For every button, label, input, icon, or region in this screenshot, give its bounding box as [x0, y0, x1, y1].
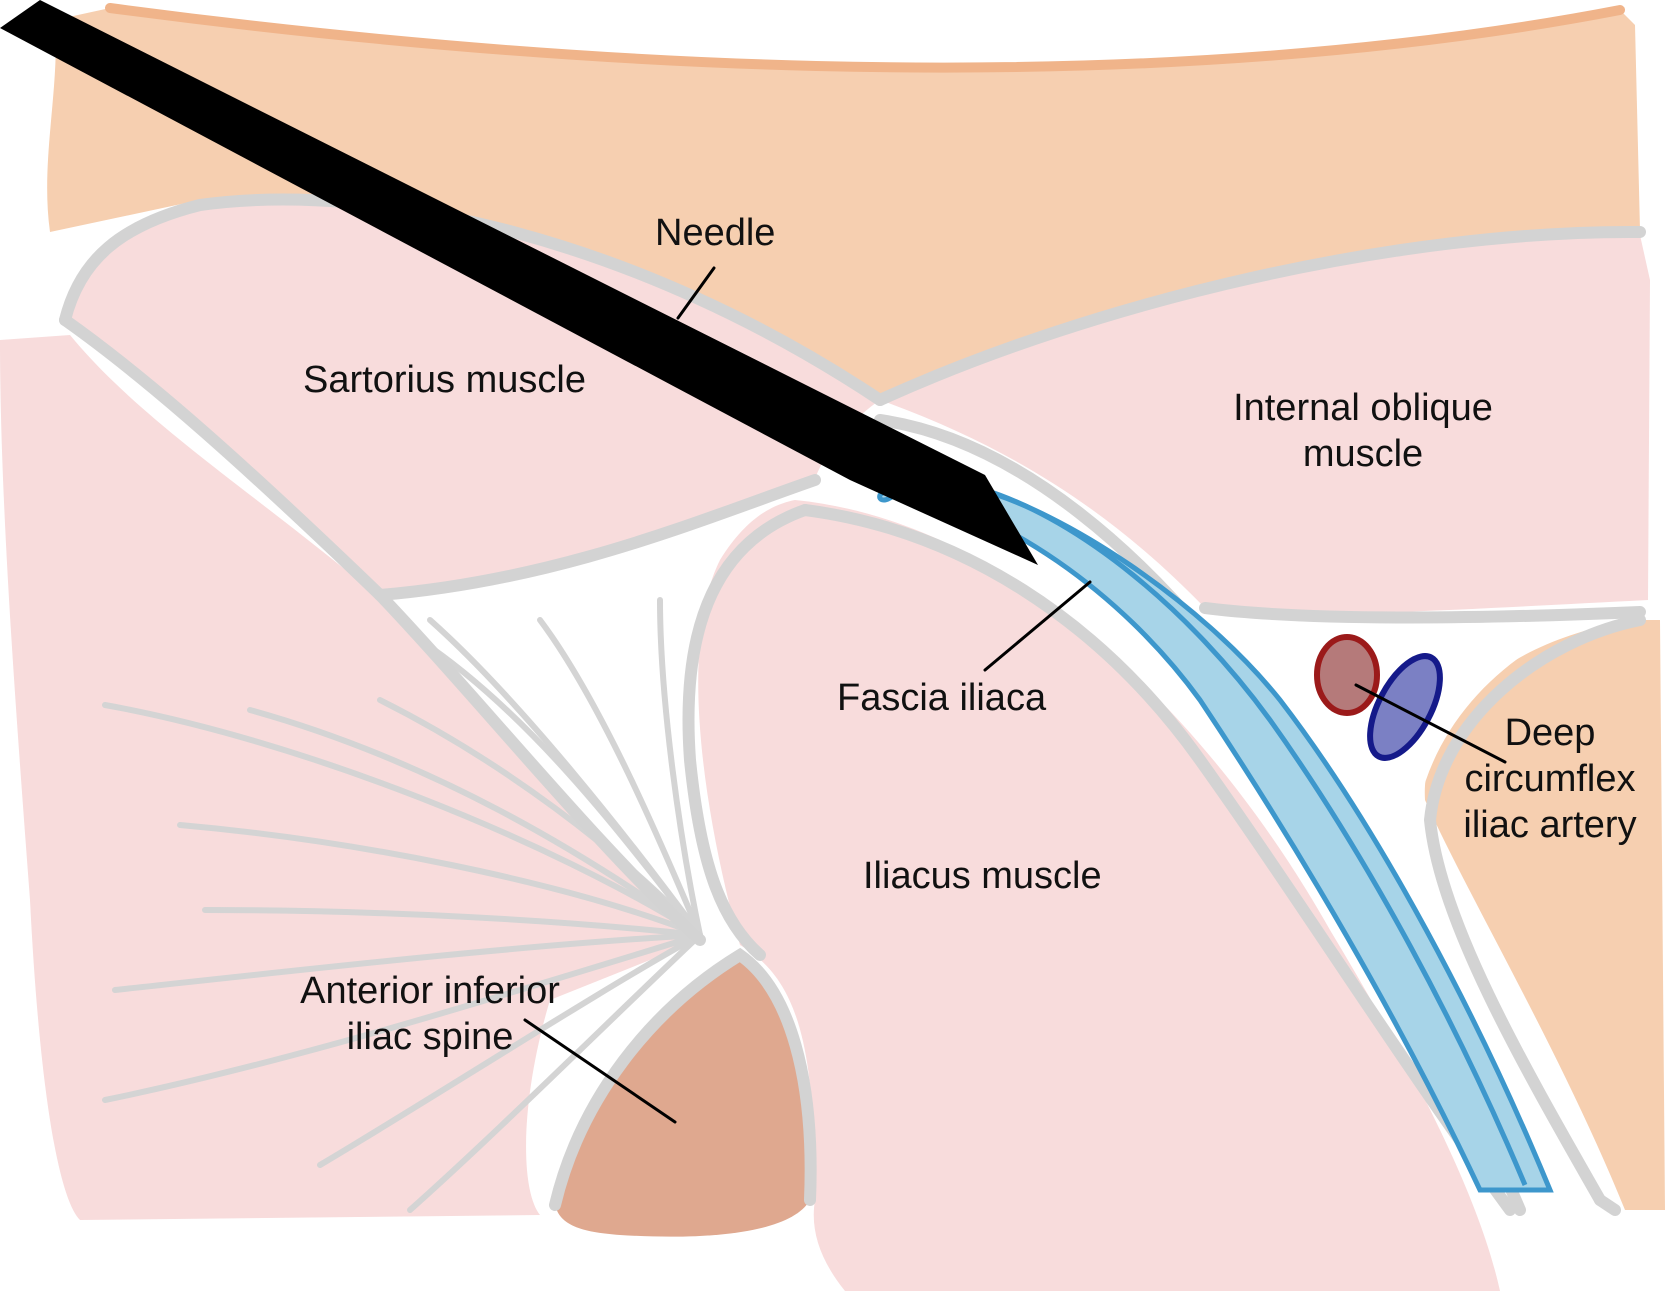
deep-circumflex-label-line-1: Deep — [1504, 712, 1596, 754]
needle-icon — [0, 0, 1038, 565]
deep-circumflex-label-line-3: iliac artery — [1463, 804, 1637, 846]
aiis-bone-outline — [549, 947, 817, 1211]
deep-circumflex-label-line-2: circumflex — [1464, 758, 1636, 800]
iliacus-muscle-label: Iliacus muscle — [863, 855, 1102, 897]
needle-leader-line — [676, 266, 716, 320]
anterior-inferior-iliac-spine-label: Anterior inferior iliac spine — [280, 968, 580, 1060]
ligament-fibers — [102, 597, 703, 1213]
iliacus-muscle-shape — [698, 500, 1500, 1291]
internal-oblique-label-line-1: Internal oblique — [1233, 387, 1493, 429]
aiis-bone-shape — [555, 955, 811, 1237]
internal-oblique-label-line-2: muscle — [1302, 433, 1424, 475]
fascia-iliaca-leader-line — [983, 580, 1092, 672]
sartorius-muscle-shape — [65, 199, 880, 595]
subcutaneous-layer — [47, 8, 1640, 400]
skin-surface-line — [105, 3, 1625, 73]
deep-circumflex-iliac-artery-label: Deep circumflex iliac artery — [1445, 710, 1655, 848]
deep-circumflex-iliac-vein-shape — [1367, 653, 1443, 761]
internal-oblique-muscle-label: Internal oblique muscle — [1198, 385, 1528, 477]
sartorius-muscle-label: Sartorius muscle — [303, 359, 586, 401]
left-muscle-region — [0, 335, 700, 1220]
deep-circumflex-iliac-artery-shape — [1314, 634, 1380, 716]
fascia-iliaca-label: Fascia iliaca — [837, 677, 1047, 719]
fluid-inner-edge — [984, 487, 1528, 1186]
aiis-label-line-1: Anterior inferior — [300, 970, 560, 1012]
leader-lines — [523, 266, 1507, 1124]
lateral-tissue-region — [1424, 620, 1665, 1210]
aiis-label-line-2: iliac spine — [346, 1016, 514, 1058]
deep-circumflex-leader-line — [1354, 683, 1507, 764]
needle-label: Needle — [655, 212, 776, 254]
aiis-leader-line — [523, 1018, 677, 1124]
